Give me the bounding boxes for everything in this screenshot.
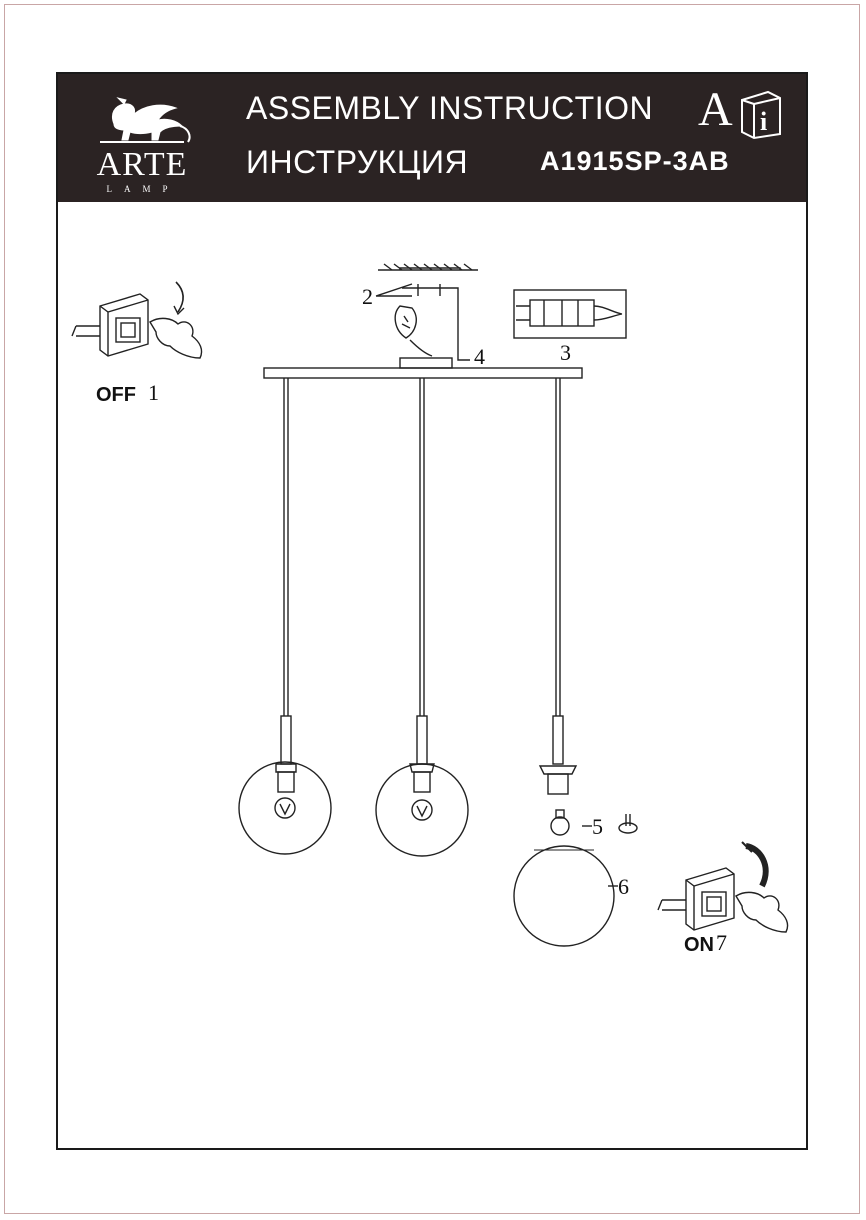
callout-2: 2 xyxy=(362,284,373,309)
callout-5: 5 xyxy=(592,814,603,839)
callout-4: 4 xyxy=(474,344,485,369)
off-step-number: 1 xyxy=(148,380,159,405)
switch-off-icon xyxy=(71,281,203,359)
connector-block xyxy=(513,289,627,339)
title-russian: ИНСТРУКЦИЯ xyxy=(246,144,469,180)
model-number: A1915SP-3AB xyxy=(540,146,730,176)
off-label: OFF xyxy=(96,384,136,407)
pendant-socket-3 xyxy=(538,715,578,795)
on-text: ON xyxy=(684,934,714,956)
cables xyxy=(283,378,561,716)
info-letter: A xyxy=(698,83,733,136)
canopy xyxy=(399,357,453,369)
info-book-icon: i xyxy=(741,90,781,140)
pendant-lamp-2 xyxy=(375,715,469,857)
griffin-logo-icon xyxy=(100,97,191,143)
brand-logo: ARTE LAMP xyxy=(84,84,204,196)
rotate-icon xyxy=(618,814,638,834)
page-border xyxy=(4,4,860,1214)
on-step-number: 7 xyxy=(716,930,727,955)
mounting-bar xyxy=(263,367,583,379)
switch-on-icon xyxy=(657,841,789,933)
header-banner: ARTE LAMP ASSEMBLY INSTRUCTION ИНСТРУКЦИ… xyxy=(58,74,806,202)
instruction-frame xyxy=(56,72,808,1150)
info-icon-letter: i xyxy=(760,107,767,136)
callout-6: 6 xyxy=(618,874,629,899)
brand-name: ARTE xyxy=(96,146,188,183)
callout-3: 3 xyxy=(560,340,571,365)
brand-subtitle: LAMP xyxy=(106,184,180,194)
glass-shade xyxy=(513,845,615,947)
ceiling-mount xyxy=(375,263,478,361)
bulb-icon xyxy=(550,809,570,836)
title-english: ASSEMBLY INSTRUCTION xyxy=(246,90,654,126)
pendant-lamp-1 xyxy=(238,715,332,855)
off-text: OFF xyxy=(96,384,136,406)
on-label: ON xyxy=(684,934,714,957)
